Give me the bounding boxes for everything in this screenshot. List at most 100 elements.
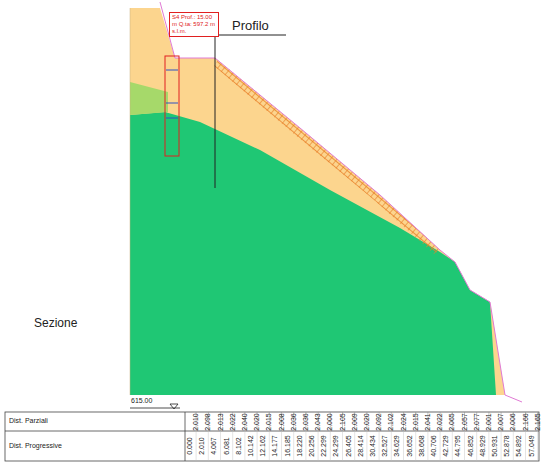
progressive-distance: 14.177 — [271, 432, 279, 460]
table-tick — [281, 431, 282, 461]
progressive-distance: 4.067 — [210, 432, 218, 460]
progressive-distance: 36.652 — [406, 432, 414, 460]
progressive-distance: 12.162 — [259, 432, 267, 460]
progressive-distance: 30.434 — [369, 432, 377, 460]
table-tick — [318, 431, 319, 461]
partial-distance: 2.015 — [412, 413, 420, 431]
progressive-distance: 24.299 — [332, 432, 340, 460]
table-tick — [415, 431, 416, 461]
partial-distance: 2.022 — [229, 413, 237, 431]
progressive-distance: 22.299 — [320, 432, 328, 460]
partial-distance: 2.102 — [387, 413, 395, 431]
partial-distance: 2.007 — [497, 413, 505, 431]
datum-elevation: 615.00 — [131, 397, 152, 404]
table-grid — [196, 412, 544, 461]
progressive-distance: 48.929 — [479, 432, 487, 460]
borehole-mark — [166, 70, 178, 71]
table-frame — [5, 412, 539, 461]
table-tick — [232, 431, 233, 461]
partial-distance: 2.105 — [339, 413, 347, 431]
table-tick — [366, 431, 367, 461]
partial-distance: 2.006 — [509, 413, 517, 431]
partial-distance: 2.043 — [314, 413, 322, 431]
soil-layer — [130, 8, 505, 395]
left-border — [130, 8, 131, 395]
partial-distance: 2.001 — [485, 413, 493, 431]
progressive-distance: 2.010 — [198, 432, 206, 460]
ground-surface — [160, 2, 522, 402]
table-tick — [525, 431, 526, 461]
progressive-distance: 32.527 — [381, 432, 389, 460]
progressive-distance: 57.049 — [528, 432, 536, 460]
borehole-text: S4 Prof.: 15.00 m Q.ta: 597.2 m s.l.m. — [172, 14, 216, 35]
partial-distance: 2.036 — [302, 413, 310, 431]
borehole-mark — [166, 103, 178, 104]
table-tick — [488, 431, 489, 461]
table-tick — [476, 431, 477, 461]
progressive-distance: 34.629 — [393, 432, 401, 460]
partial-distance: 2.022 — [436, 413, 444, 431]
partial-distance: 2.092 — [375, 413, 383, 431]
table-tick — [537, 431, 538, 461]
profile-line — [215, 35, 216, 188]
table-tick — [440, 431, 441, 461]
profile-leader — [215, 35, 286, 36]
partial-distance: 2.010 — [192, 413, 200, 431]
partial-distance: 2.166 — [522, 413, 530, 431]
progressive-distance: 28.414 — [357, 432, 365, 460]
progressive-distance: 38.668 — [418, 432, 426, 460]
partial-distance: 2.000 — [326, 413, 334, 431]
partial-distance: 2.020 — [363, 413, 371, 431]
partial-distance: 2.041 — [424, 413, 432, 431]
table-tick — [464, 431, 465, 461]
table-tick — [452, 431, 453, 461]
progressive-distance: 46.852 — [467, 432, 475, 460]
partial-distance: 2.098 — [204, 413, 212, 431]
progressive-distance: 54.892 — [515, 432, 523, 460]
table-tick — [427, 431, 428, 461]
table-tick — [293, 431, 294, 461]
table-rule — [5, 431, 539, 432]
progressive-distance: 8.102 — [235, 432, 243, 460]
bedrock-layer — [130, 112, 496, 395]
lens-layer — [130, 82, 168, 115]
table-tick — [513, 431, 514, 461]
table-tick — [196, 431, 197, 461]
partial-distance: 2.008 — [278, 413, 286, 431]
partial-distance: 2.020 — [253, 413, 261, 431]
table-tick — [354, 431, 355, 461]
hatched-strip — [214, 60, 440, 254]
datum-triangle — [170, 404, 178, 409]
table-tick — [379, 431, 380, 461]
table-rule — [185, 412, 186, 461]
partial-distance: 2.036 — [290, 413, 298, 431]
profile-title: Profilo — [232, 18, 269, 33]
progressive-distance: 40.706 — [430, 432, 438, 460]
progressive-distance: 44.795 — [454, 432, 462, 460]
table-tick — [330, 431, 331, 461]
borehole-column — [165, 56, 179, 156]
partial-distance: 2.165 — [534, 413, 542, 431]
table-tick — [403, 431, 404, 461]
borehole-mark — [166, 118, 178, 119]
progressive-distance: 6.081 — [223, 432, 231, 460]
progressive-distance: 52.878 — [503, 432, 511, 460]
table-tick — [220, 431, 221, 461]
table-tick — [391, 431, 392, 461]
progressive-distance: 18.220 — [296, 432, 304, 460]
section-title: Sezione — [34, 316, 77, 330]
row-header: Dist. Parziali — [9, 417, 48, 424]
table-tick — [305, 431, 306, 461]
partial-distance: 2.077 — [473, 413, 481, 431]
partial-distance: 2.065 — [448, 413, 456, 431]
partial-distance: 2.013 — [217, 413, 225, 431]
row-header: Dist. Progressive — [9, 442, 62, 449]
table-tick — [208, 431, 209, 461]
partial-distance: 2.024 — [400, 413, 408, 431]
progressive-distance: 0.000 — [186, 432, 194, 460]
table-tick — [269, 431, 270, 461]
partial-distance: 2.009 — [351, 413, 359, 431]
progressive-distance: 42.729 — [442, 432, 450, 460]
table-tick — [342, 431, 343, 461]
